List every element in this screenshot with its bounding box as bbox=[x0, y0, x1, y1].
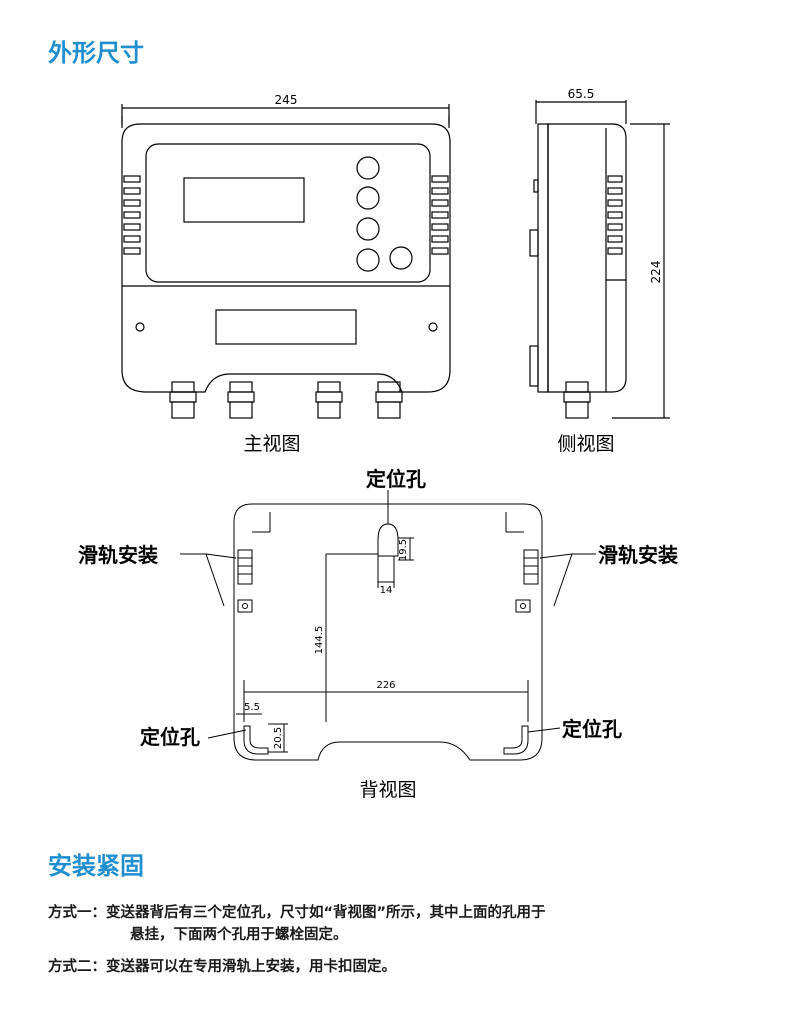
dim-hole-height: 19.5 bbox=[398, 539, 409, 561]
side-height-dim: 224 bbox=[649, 261, 663, 284]
method-2-tag: 方式二： bbox=[48, 959, 106, 975]
method-1-line1: 变送器背后有三个定位孔，尺寸如“背视图”所示，其中上面的孔用于 bbox=[106, 905, 546, 921]
side-view bbox=[529, 100, 670, 419]
back-view-label: 背视图 bbox=[359, 779, 416, 801]
side-view-label: 侧视图 bbox=[557, 433, 614, 455]
front-view bbox=[121, 104, 451, 419]
side-depth-dim: 65.5 bbox=[568, 87, 595, 101]
dim-vertical-spacing: 144.5 bbox=[314, 626, 325, 655]
dim-small-width: 5.5 bbox=[244, 702, 260, 713]
back-view bbox=[180, 490, 596, 761]
method-1-line2: 悬挂，下面两个孔用于螺栓固定。 bbox=[130, 927, 348, 943]
front-width-dim: 245 bbox=[275, 93, 298, 107]
callout-bottom-left-hole: 定位孔 bbox=[140, 725, 200, 749]
callout-bottom-right-hole: 定位孔 bbox=[562, 717, 622, 741]
callout-rail-right: 滑轨安装 bbox=[598, 543, 678, 567]
section-title-dimensions: 外形尺寸 bbox=[48, 39, 144, 67]
callout-top-hole: 定位孔 bbox=[366, 467, 426, 491]
dimension-drawing: 245 主视图 65.5 224 侧视图 定位孔 滑轨安装 滑轨安装 定位孔 定… bbox=[78, 87, 678, 801]
method-1-paragraph: 方式一：变送器背后有三个定位孔，尺寸如“背视图”所示，其中上面的孔用于 悬挂，下… bbox=[48, 902, 768, 946]
callout-rail-left: 滑轨安装 bbox=[78, 543, 158, 567]
section-title-mounting: 安装紧固 bbox=[48, 852, 144, 880]
method-2-paragraph: 方式二：变送器可以在专用滑轨上安装，用卡扣固定。 bbox=[48, 956, 768, 978]
method-2-line1: 变送器可以在专用滑轨上安装，用卡扣固定。 bbox=[106, 959, 396, 975]
dim-horizontal-spacing: 226 bbox=[376, 680, 395, 691]
dim-hole-width: 14 bbox=[380, 585, 393, 596]
method-1-tag: 方式一： bbox=[48, 905, 106, 921]
dim-small-height: 20.5 bbox=[273, 727, 284, 749]
front-view-label: 主视图 bbox=[243, 433, 300, 455]
